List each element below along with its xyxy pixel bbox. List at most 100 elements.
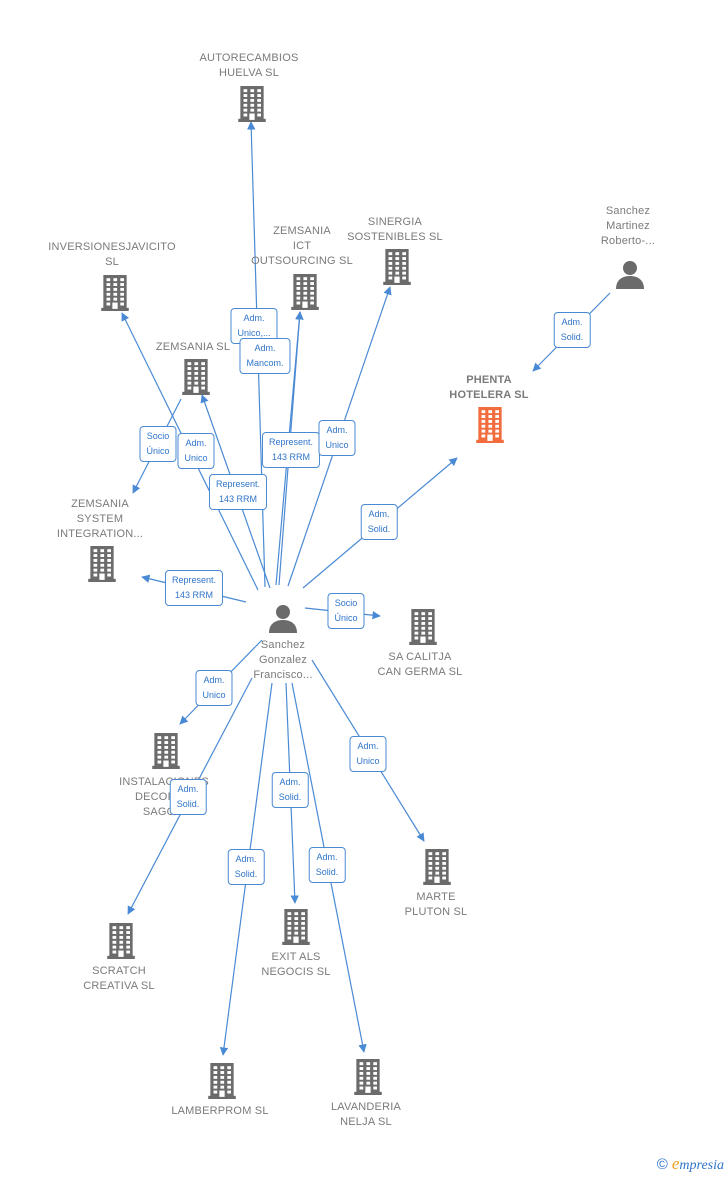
- edge-label-sanchez-gonzalez-to-zemsania-system[interactable]: Represent.143 RRM: [164, 570, 224, 606]
- edge-label-sanchez-gonzalez-to-zemsania-ict[interactable]: Represent. 143 RRM: [261, 432, 321, 468]
- node-label-scratch-creativa[interactable]: SCRATCH CREATIVA SL: [83, 964, 154, 994]
- node-label-line: CAN GERMA SL: [377, 666, 463, 678]
- edge-label-line: Adm.: [177, 784, 199, 794]
- edge-label-line: Solid.: [315, 867, 339, 877]
- edge-label-line: Adm.: [243, 313, 265, 323]
- person-icon-sanchez-gonzalez[interactable]: [268, 603, 298, 638]
- edge-label-sanchez-gonzalez-to-phenta-hotelera[interactable]: Adm.Solid.: [360, 504, 398, 540]
- edge-label-sanchez-gonzalez-to-scratch-creativa[interactable]: Adm.Solid.: [169, 779, 207, 815]
- edge-label-line: Adm.: [203, 675, 225, 685]
- node-label-line: ZEMSANIA: [71, 498, 129, 510]
- edge-label-line: Unico: [184, 453, 208, 463]
- node-label-line: EXIT ALS: [271, 951, 321, 963]
- edge-label-line: Solid.: [560, 332, 584, 342]
- node-label-line: PHENTA: [466, 374, 512, 386]
- copyright-symbol: ©: [656, 1156, 668, 1173]
- edge-label-line: 143 RRM: [218, 494, 257, 504]
- edge-label-sanchez-martinez-to-phenta-hotelera[interactable]: Adm. Solid.: [553, 312, 591, 348]
- edge-label-line: Socio: [146, 431, 170, 441]
- person-icon-sanchez-martinez[interactable]: [615, 259, 645, 294]
- edge-label-line: Socio: [334, 598, 358, 608]
- node-label-line: SYSTEM: [76, 513, 124, 525]
- node-label-line: NEGOCIS SL: [261, 966, 331, 978]
- node-label-line: Gonzalez: [258, 654, 308, 666]
- edge-label-sanchez-gonzalez-to-inversionesjavicito[interactable]: Adm. Unico: [177, 433, 215, 469]
- edge-label-sanchez-gonzalez-to-lavanderia-nelja[interactable]: Adm.Solid.: [308, 847, 346, 883]
- edge-label-line: Adm.: [326, 425, 348, 435]
- edge-label-line: Solid.: [234, 869, 258, 879]
- edge-label-sanchez-gonzalez-to-lamberprom[interactable]: Adm.Solid.: [227, 849, 265, 885]
- node-label-line: SCRATCH: [92, 965, 146, 977]
- edge-label-sanchez-gonzalez-to-zemsania-ict[interactable]: Adm.Mancom.: [239, 338, 291, 374]
- edge-label-line: Adm.: [254, 343, 276, 353]
- building-icon-lavanderia-nelja[interactable]: [354, 1059, 382, 1100]
- brand-name: mpresia: [679, 1158, 724, 1173]
- building-icon-autorecambios-huelva[interactable]: [238, 86, 266, 127]
- edge-label-line: Represent.: [268, 437, 314, 447]
- building-icon-lamberprom[interactable]: [208, 1063, 236, 1104]
- node-label-line: INVERSIONESJAVICITO: [48, 241, 176, 253]
- node-label-zemsania-sl[interactable]: ZEMSANIA SL: [156, 340, 230, 355]
- node-label-inversionesjavicito[interactable]: INVERSIONESJAVICITO SL: [48, 240, 175, 270]
- building-icon-zemsania-ict[interactable]: [291, 274, 319, 315]
- building-icon-scratch-creativa[interactable]: [107, 923, 135, 964]
- node-label-line: CREATIVA SL: [83, 980, 155, 992]
- building-icon-marte-pluton[interactable]: [423, 849, 451, 890]
- edge-label-line: Adm.: [279, 777, 301, 787]
- edge-label-line: Unico: [325, 440, 349, 450]
- edge-label-line: Unico: [202, 690, 226, 700]
- edge-label-line: Adm.: [561, 317, 583, 327]
- edge-label-line: Adm.: [357, 741, 379, 751]
- node-label-zemsania-system[interactable]: ZEMSANIA SYSTEM INTEGRATION...: [57, 497, 143, 542]
- node-label-line: Sanchez: [260, 639, 306, 651]
- edge-label-sanchez-gonzalez-to-instalaciones-decora[interactable]: Adm. Unico: [195, 670, 233, 706]
- building-icon-inversionesjavicito[interactable]: [101, 275, 129, 316]
- brand-initial: e: [671, 1154, 680, 1173]
- building-icon-zemsania-sl[interactable]: [182, 359, 210, 400]
- edge-label-line: Represent.: [215, 479, 261, 489]
- edge-label-line: Solid.: [278, 792, 302, 802]
- edge-label-line: Único: [146, 446, 170, 456]
- node-label-exit-als-negocis[interactable]: EXIT ALS NEGOCIS SL: [261, 950, 330, 980]
- edge-label-sanchez-gonzalez-to-marte-pluton[interactable]: Adm. Unico: [349, 736, 387, 772]
- building-icon-sa-calitja[interactable]: [409, 609, 437, 650]
- node-label-line: Martinez: [606, 220, 650, 232]
- node-label-line: SOSTENIBLES SL: [347, 231, 443, 243]
- edge-label-line: Único: [334, 613, 358, 623]
- edge-label-line: Unico,...: [237, 328, 271, 338]
- edge-label-sanchez-gonzalez-to-exit-als-negocis[interactable]: Adm. Solid.: [271, 772, 309, 808]
- node-label-line: SL: [105, 256, 119, 268]
- node-label-line: HUELVA SL: [218, 67, 280, 79]
- node-label-line: LAMBERPROM SL: [171, 1105, 269, 1117]
- edge-label-line: Represent.: [171, 575, 217, 585]
- building-icon-exit-als-negocis[interactable]: [282, 909, 310, 950]
- building-icon-sinergia-sostenibles[interactable]: [383, 249, 411, 290]
- edge-label-sanchez-gonzalez-to-sinergia-sostenibles[interactable]: Adm. Unico: [318, 420, 356, 456]
- node-label-line: INTEGRATION...: [56, 528, 144, 540]
- node-label-line: ZEMSANIA SL: [155, 341, 231, 353]
- edge-label-line: Solid.: [367, 524, 391, 534]
- building-icon-phenta-hotelera[interactable]: [476, 407, 504, 448]
- edge-label-line: Adm.: [185, 438, 207, 448]
- edge-label-sanchez-gonzalez-to-zemsania-sl[interactable]: Represent. 143 RRM: [208, 474, 268, 510]
- building-icon-zemsania-system[interactable]: [88, 546, 116, 587]
- edge-label-line: Unico: [356, 756, 380, 766]
- building-icon-instalaciones-decora[interactable]: [152, 733, 180, 774]
- node-label-line: Francisco...: [253, 669, 313, 681]
- node-label-lamberprom[interactable]: LAMBERPROM SL: [171, 1104, 268, 1119]
- node-label-line: NELJA SL: [340, 1116, 392, 1128]
- edge-label-line: 143 RRM: [271, 452, 310, 462]
